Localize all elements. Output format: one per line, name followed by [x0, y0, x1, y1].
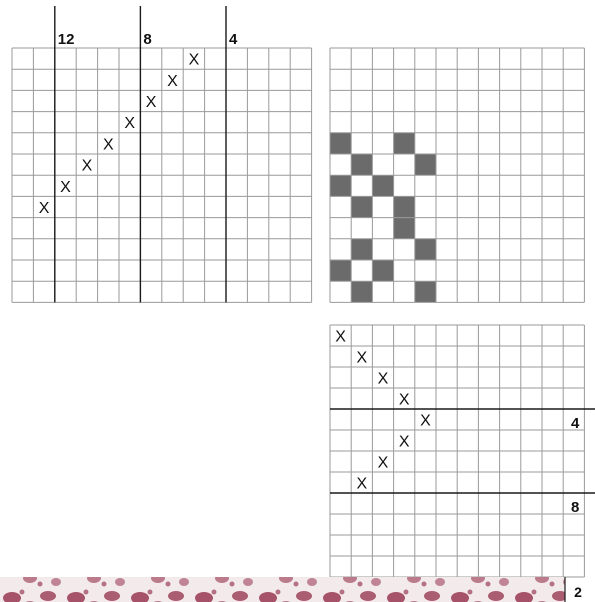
drawdown-filled-cell: [351, 154, 372, 175]
treadling-mark: X: [378, 371, 389, 388]
treadling-mark: X: [378, 455, 389, 472]
treadling-divider-label: 4: [571, 415, 580, 432]
treadling-mark: X: [356, 350, 367, 367]
drawdown-filled-cell: [394, 196, 415, 217]
treadling-mark: X: [420, 413, 431, 430]
threading-mark: X: [39, 200, 50, 217]
treadling-mark: X: [356, 476, 367, 493]
treadling-mark: X: [399, 434, 410, 451]
threading-mark: X: [124, 115, 135, 132]
drawdown-filled-cell: [330, 175, 351, 196]
treadling-mark: X: [335, 329, 346, 346]
threading-divider-label: 4: [229, 31, 238, 48]
threading-mark: X: [103, 136, 114, 153]
drawdown-filled-cell: [351, 281, 372, 302]
threading-mark: X: [146, 94, 157, 111]
threading-divider-label: 12: [58, 31, 75, 48]
drawdown-filled-cell: [351, 196, 372, 217]
drawdown-filled-cell: [351, 239, 372, 260]
drawdown-filled-cell: [372, 260, 393, 281]
drawdown-filled-cell: [372, 175, 393, 196]
threading-mark: X: [189, 52, 200, 69]
fabric-strip: [0, 577, 565, 602]
drawdown-filled-cell: [330, 260, 351, 281]
drawdown-filled-cell: [415, 239, 436, 260]
drawdown-filled-cell: [330, 133, 351, 154]
threading-mark: X: [167, 73, 178, 90]
drawdown-filled-cell: [415, 281, 436, 302]
threading-mark: X: [60, 179, 71, 196]
treadling-divider-label: 8: [571, 499, 579, 516]
threading-divider-label: 8: [143, 31, 151, 48]
threading-mark: X: [82, 158, 93, 175]
drawdown-filled-cell: [394, 133, 415, 154]
drawdown-filled-cell: [394, 218, 415, 239]
drawdown-filled-cell: [415, 154, 436, 175]
fabric-row-label: 2: [574, 584, 582, 600]
drawdown-grid: [330, 48, 584, 302]
treadling-mark: X: [399, 392, 410, 409]
